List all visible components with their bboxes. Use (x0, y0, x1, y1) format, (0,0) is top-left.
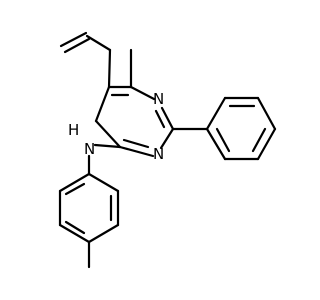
atom-h-amine: H (68, 121, 79, 139)
bond-ph-inner-c (215, 127, 231, 153)
molecule-canvas: N N N H (58, 31, 277, 269)
tolyl-ring (58, 172, 120, 269)
atom-n-ring-lower: N (153, 145, 164, 163)
atom-n-amine: N (84, 140, 95, 158)
bond-tol-inner-c (64, 182, 86, 196)
bond-vinyl-double-a (59, 31, 88, 48)
bond-inner-c2-n1 (154, 109, 166, 129)
bond-ch2-to-ring (107, 48, 112, 89)
bond-tol-4 (58, 223, 91, 244)
bond-vinyl-to-ch2 (85, 34, 112, 52)
bond-tol-6 (58, 172, 91, 193)
bond-ph-4 (256, 127, 277, 161)
bond-ph-3 (256, 96, 277, 131)
bond-inner-c4-n3 (122, 138, 150, 149)
bond-vinyl-double-b (63, 37, 91, 54)
structure-diagram: N N N H (58, 31, 277, 269)
allyl-group (59, 31, 112, 89)
bond-c6-n1 (129, 85, 156, 101)
bond-n1-c2 (160, 106, 175, 131)
bond-tol-1 (87, 172, 120, 193)
bond-c4-nh (93, 143, 122, 149)
bond-tol-3 (87, 223, 120, 244)
phenyl-ring (171, 96, 277, 161)
bond-ph-inner-b (251, 127, 267, 153)
bond-n3-c4 (118, 145, 155, 158)
bond-ph-1 (205, 96, 227, 131)
atom-n-ring-upper: N (153, 90, 164, 108)
pyrimidine-ring (94, 85, 175, 158)
bond-c2-n3 (159, 127, 175, 150)
bond-ph-6 (205, 127, 227, 161)
bond-c5-ring (94, 85, 111, 123)
bond-tol-inner-b (64, 220, 86, 235)
bond-c4-c5 (94, 119, 122, 149)
